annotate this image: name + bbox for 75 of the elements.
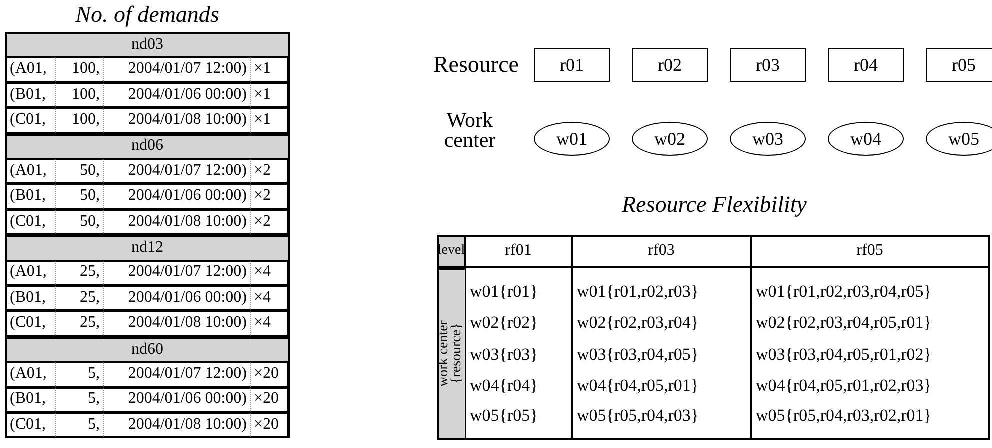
table-cell: rf05	[752, 235, 990, 268]
table-cell: w02{r02,r03,r04,r05,r01}	[752, 308, 990, 339]
table-cell: 2004/01/06 00:00)	[103, 388, 250, 413]
table-cell: 2004/01/07 12:00)	[103, 57, 250, 83]
table-cell: (B01,	[5, 184, 55, 210]
resource-box: r01	[534, 48, 610, 82]
table-cell: ×2	[250, 184, 290, 210]
table-cell: ×1	[250, 82, 290, 108]
resource-box: r03	[730, 48, 806, 82]
work-center-ellipse: w03	[730, 122, 806, 156]
table-cell: 2004/01/07 12:00)	[103, 260, 250, 286]
table-cell: ×1	[250, 57, 290, 83]
table-cell: ×20	[250, 413, 290, 438]
table-cell: w04{r04,r05,r01,r02,r03}	[752, 370, 990, 402]
table-cell: w05{r05}	[466, 402, 573, 440]
table-cell: (A01,	[5, 159, 55, 184]
table-title: No. of demands	[74, 0, 220, 29]
work-center-ellipse: w02	[632, 122, 708, 156]
table-cell: 2004/01/07 12:00)	[103, 362, 250, 388]
table-cell: 2004/01/06 00:00)	[103, 286, 250, 312]
table-cell: ×4	[250, 260, 290, 286]
row-header-cell: work center	[437, 268, 451, 440]
work-center-ellipse: w05	[926, 122, 992, 156]
table-cell: ×20	[250, 362, 290, 388]
table-cell: 2004/01/07 12:00)	[103, 159, 250, 184]
table-cell: (A01,	[5, 362, 55, 388]
table-cell: w03{r03,r04,r05,r01,r02}	[752, 339, 990, 370]
table-cell: level	[437, 235, 466, 268]
row-label: Resource	[432, 50, 520, 79]
table-cell: 2004/01/08 10:00)	[103, 413, 250, 438]
table-cell: ×2	[250, 159, 290, 184]
table-cell: 2004/01/06 00:00)	[103, 184, 250, 210]
table-cell: w01{r01,r02,r03}	[573, 268, 752, 308]
group-header-cell: nd03	[5, 32, 290, 58]
table-cell: 50,	[55, 159, 103, 184]
table-cell: rf01	[466, 235, 573, 268]
table-cell: 25,	[55, 286, 103, 312]
table-cell: w04{r04}	[466, 370, 573, 402]
table-cell: (B01,	[5, 388, 55, 413]
table-cell: w01{r01}	[466, 268, 573, 308]
table-cell: ×20	[250, 388, 290, 413]
table-cell: 50,	[55, 184, 103, 210]
table-cell: rf03	[573, 235, 752, 268]
table-cell: w01{r01,r02,r03,r04,r05}	[752, 268, 990, 308]
table-cell: w03{r03,r04,r05}	[573, 339, 752, 370]
group-header-cell: nd12	[5, 235, 290, 261]
table-cell: 5,	[55, 413, 103, 438]
work-center-ellipse: w01	[534, 122, 610, 156]
table-cell: w04{r04,r05,r01}	[573, 370, 752, 402]
table-cell: w05{r05,r04,r03,r02,r01}	[752, 402, 990, 440]
table-cell: w05{r05,r04,r03}	[573, 402, 752, 440]
table-cell: 100,	[55, 57, 103, 83]
table-cell: w03{r03}	[466, 339, 573, 370]
table-cell: (A01,	[5, 260, 55, 286]
table-cell: (A01,	[5, 57, 55, 83]
table-cell: (B01,	[5, 82, 55, 108]
table-cell: w02{r02}	[466, 308, 573, 339]
table-cell: 2004/01/06 00:00)	[103, 82, 250, 108]
table-cell: 25,	[55, 260, 103, 286]
resource-box: r02	[632, 48, 708, 82]
table-cell: (C01,	[5, 413, 55, 438]
group-header-cell: nd06	[5, 134, 290, 159]
row-header-cell: {resource}	[451, 268, 466, 440]
group-header-cell: nd60	[5, 336, 290, 362]
table-cell: 100,	[55, 82, 103, 108]
work-center-ellipse: w04	[828, 122, 904, 156]
table-cell: 5,	[55, 388, 103, 413]
table-title: Resource Flexibility	[620, 190, 808, 219]
table-cell: 5,	[55, 362, 103, 388]
table-cell: ×4	[250, 286, 290, 312]
row-label: Work center	[443, 107, 497, 154]
resource-box: r05	[926, 48, 992, 82]
resource-box: r04	[828, 48, 904, 82]
table-cell: (B01,	[5, 286, 55, 312]
table-cell: w02{r02,r03,r04}	[573, 308, 752, 339]
